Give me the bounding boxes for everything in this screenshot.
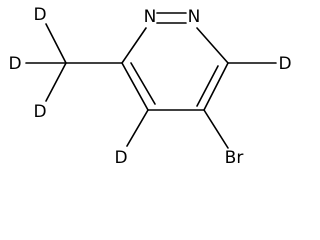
bond-ch3-d-bottom [45, 62, 67, 102]
atom-d-ring-bottom: D [114, 148, 127, 168]
atom-d-methyl-left: D [8, 54, 21, 74]
bond-n-c3 [196, 27, 229, 64]
molecule-structure: N N D Br D D D D [8, 5, 291, 168]
atom-n-right: N [188, 7, 201, 27]
bond-c5-c6-double-inner [130, 62, 156, 105]
bond-c6-n [121, 27, 147, 64]
bond-c4-br [203, 109, 229, 149]
atom-d-ring-right: D [278, 54, 291, 74]
atom-n-left: N [144, 7, 157, 27]
atom-d-methyl-top: D [33, 5, 46, 25]
bond-c5-c6-double-outer [121, 62, 149, 111]
bond-c3-c4-double-inner [196, 65, 219, 107]
bond-c3-c4-double-outer [203, 62, 229, 111]
bond-c5-d [126, 109, 149, 147]
bond-ch3-d-top [45, 23, 67, 64]
atom-br: Br [225, 148, 244, 168]
atom-d-methyl-bottom: D [33, 102, 46, 122]
